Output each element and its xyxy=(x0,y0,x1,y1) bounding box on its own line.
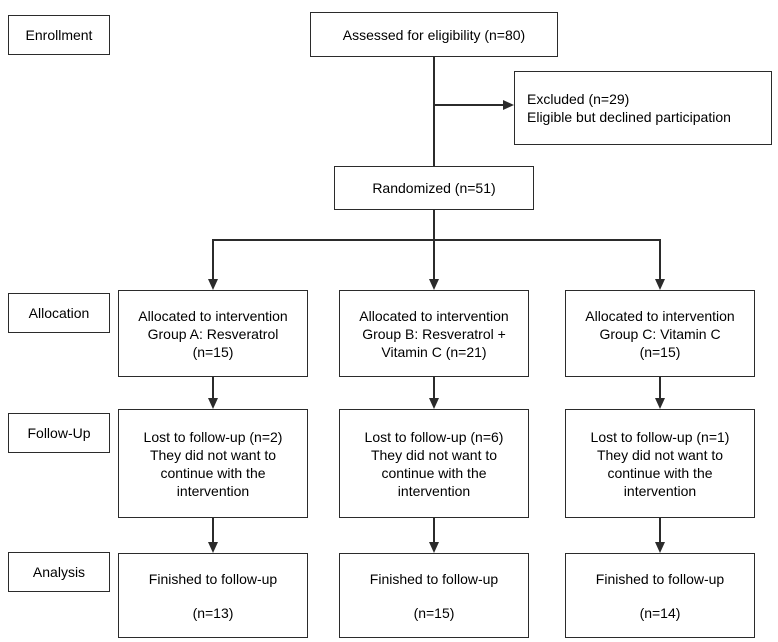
assessed-text: Assessed for eligibility (n=80) xyxy=(342,26,526,43)
analysis-box-group-c: Finished to follow-up (n=14) xyxy=(565,553,755,638)
allocation-line: (n=15) xyxy=(639,343,681,360)
followup-line: intervention xyxy=(623,482,697,499)
randomized-text: Randomized (n=51) xyxy=(372,180,496,196)
followup-line: Lost to follow-up (n=2) xyxy=(143,428,283,445)
assessed-for-eligibility-box: Assessed for eligibility (n=80) xyxy=(310,12,558,57)
stage-label-allocation: Allocation xyxy=(8,293,110,333)
analysis-line: Finished to follow-up xyxy=(595,570,725,587)
allocation-line: Group B: Resveratrol + xyxy=(362,325,506,342)
followup-line: Lost to follow-up (n=1) xyxy=(590,428,730,445)
allocation-line: (n=15) xyxy=(192,343,234,360)
randomized-box: Randomized (n=51) xyxy=(334,166,534,210)
stage-label-text: Follow-Up xyxy=(27,425,91,441)
followup-box-group-c: Lost to follow-up (n=1) They did not wan… xyxy=(565,409,755,518)
analysis-count: (n=15) xyxy=(413,604,455,621)
analysis-line: Finished to follow-up xyxy=(369,570,499,587)
excluded-line: Excluded (n=29) xyxy=(527,91,630,107)
followup-line: intervention xyxy=(176,482,250,499)
allocation-box-group-b: Allocated to intervention Group B: Resve… xyxy=(339,290,529,377)
followup-line: They did not want to xyxy=(370,446,498,463)
allocation-line: Allocated to intervention xyxy=(138,307,288,324)
followup-line: continue with the xyxy=(160,464,266,481)
allocation-line: Group C: Vitamin C xyxy=(599,325,721,342)
stage-label-enrollment: Enrollment xyxy=(8,15,110,55)
allocation-box-group-a: Allocated to intervention Group A: Resve… xyxy=(118,290,308,377)
allocation-line: Group A: Resveratrol xyxy=(147,325,279,342)
analysis-box-group-a: Finished to follow-up (n=13) xyxy=(118,553,308,638)
followup-line: They did not want to xyxy=(149,446,277,463)
excluded-reason-line: Eligible but declined participation xyxy=(527,109,731,125)
allocation-line: Allocated to intervention xyxy=(585,307,735,324)
stage-label-text: Enrollment xyxy=(25,27,93,43)
analysis-count: (n=13) xyxy=(192,604,234,621)
stage-label-follow-up: Follow-Up xyxy=(8,413,110,453)
excluded-box: Excluded (n=29) Eligible but declined pa… xyxy=(514,71,772,145)
analysis-count: (n=14) xyxy=(639,604,681,621)
followup-line: Lost to follow-up (n=6) xyxy=(364,428,504,445)
followup-line: They did not want to xyxy=(596,446,724,463)
allocation-line: Vitamin C (n=21) xyxy=(381,343,487,360)
followup-box-group-a: Lost to follow-up (n=2) They did not wan… xyxy=(118,409,308,518)
followup-line: continue with the xyxy=(607,464,713,481)
stage-label-text: Allocation xyxy=(28,305,90,321)
analysis-box-group-b: Finished to follow-up (n=15) xyxy=(339,553,529,638)
followup-line: intervention xyxy=(397,482,471,499)
followup-box-group-b: Lost to follow-up (n=6) They did not wan… xyxy=(339,409,529,518)
followup-line: continue with the xyxy=(381,464,487,481)
allocation-line: Allocated to intervention xyxy=(359,307,509,324)
allocation-box-group-c: Allocated to intervention Group C: Vitam… xyxy=(565,290,755,377)
stage-label-analysis: Analysis xyxy=(8,552,110,592)
analysis-line: Finished to follow-up xyxy=(148,570,278,587)
stage-label-text: Analysis xyxy=(32,564,86,580)
